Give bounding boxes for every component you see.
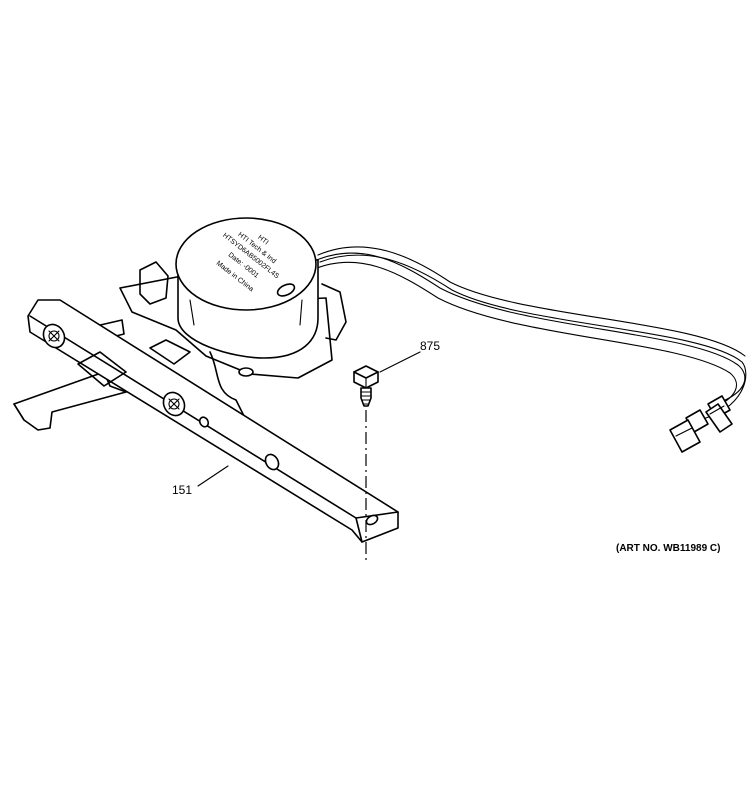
screw — [353, 365, 379, 407]
art-number: (ART NO. WB11989 C) — [616, 543, 721, 554]
motor-label: HTI HTI Tech & Ind HTSYD6AB5002FL4S Date… — [215, 231, 281, 293]
callout-875: 875 — [420, 339, 440, 353]
callout-151: 151 — [172, 483, 192, 497]
leader-line-151 — [197, 465, 229, 487]
wire-harness — [311, 246, 747, 421]
wire-terminal-lower — [669, 409, 709, 453]
wire-terminal-upper — [705, 395, 733, 433]
leader-line-875 — [379, 351, 421, 373]
timer-motor — [175, 217, 319, 359]
bracket — [27, 299, 399, 543]
